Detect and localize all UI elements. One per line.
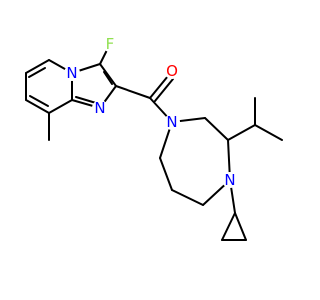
- bond: [28, 67, 46, 78]
- bond: [25, 99, 50, 114]
- bond: [29, 95, 49, 107]
- atom-labels: N N F O N N: [64, 35, 238, 189]
- bond: [159, 157, 173, 191]
- fluorine-label: F: [106, 35, 115, 53]
- amine-nitrogen-label: N: [224, 171, 235, 189]
- bond: [254, 124, 283, 141]
- bond: [25, 59, 50, 74]
- bond: [99, 63, 117, 87]
- isopropyl-group: [227, 97, 283, 141]
- bond: [75, 96, 97, 104]
- label-background: [102, 36, 118, 52]
- bridgehead-nitrogen-label: N: [66, 64, 77, 82]
- diazepane-ring: [159, 117, 231, 206]
- imidazole-nitrogen-label: N: [94, 99, 105, 117]
- oxygen-label: O: [166, 62, 178, 80]
- bond: [48, 99, 73, 114]
- bond: [221, 212, 236, 241]
- bond: [171, 189, 204, 206]
- label-background: [92, 100, 108, 116]
- bond: [103, 71, 113, 85]
- label-background: [222, 172, 238, 188]
- label-background: [164, 63, 180, 79]
- bond: [115, 85, 151, 99]
- carbonyl-double-bond: [154, 78, 174, 102]
- structure-canvas: N N F O N N: [25, 35, 283, 241]
- cyclopropylmethyl-group: [221, 179, 247, 241]
- label-background: [164, 114, 180, 130]
- amide-nitrogen-label: N: [166, 113, 177, 131]
- molecule-drawing: N N F O N N: [25, 35, 283, 241]
- carbonyl-double-bond: [149, 75, 169, 99]
- bond: [234, 212, 247, 241]
- bond: [204, 117, 229, 141]
- label-background: [64, 65, 80, 81]
- pyridine-ring: [25, 59, 73, 114]
- bond: [227, 124, 256, 141]
